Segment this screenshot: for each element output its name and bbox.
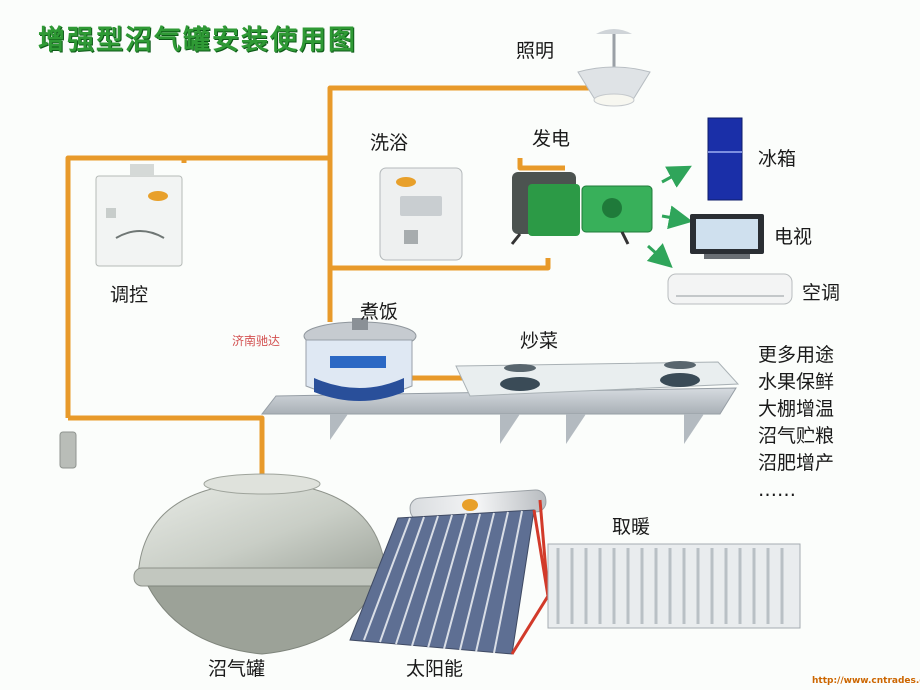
label-solar: 太阳能: [406, 658, 464, 680]
label-tv: 电视: [774, 226, 813, 248]
label-lighting: 照明: [516, 40, 555, 62]
radiator: [547, 543, 801, 629]
label-tank: 沼气罐: [208, 658, 266, 680]
rice-cooker: [303, 318, 417, 401]
label-ac: 空调: [802, 282, 841, 304]
more-uses-list: 更多用途 水果保鲜 大棚增温 沼气贮粮 沼肥增产 ……: [758, 342, 878, 504]
label-stirfry: 炒菜: [520, 330, 559, 352]
biogas-tank: [133, 473, 389, 655]
footer-url: http://www.cntrades.com: [812, 676, 920, 686]
gas-pipes: [65, 85, 600, 480]
power-arrows: [646, 165, 693, 268]
label-power: 发电: [532, 128, 571, 150]
label-fridge: 冰箱: [758, 148, 797, 170]
more-uses-item: 水果保鲜: [758, 371, 835, 393]
label-rice: 煮饭: [360, 301, 399, 323]
watermark: 济南驰达: [232, 334, 281, 348]
more-uses-item: ……: [758, 479, 796, 501]
more-uses-item: 大棚增温: [758, 398, 835, 420]
more-uses-item: 沼气贮粮: [758, 425, 835, 447]
generator: [510, 172, 653, 245]
control-box: [59, 164, 183, 469]
label-heating: 取暖: [612, 516, 651, 538]
water-heater: [379, 167, 463, 261]
fridge: [707, 117, 743, 201]
gas-stove: [455, 361, 740, 397]
solar-water-heater: [349, 489, 550, 655]
air-conditioner: [667, 273, 793, 305]
ceiling-lamp: [577, 29, 651, 107]
diagram-title: 增强型沼气罐安装使用图: [38, 25, 357, 56]
label-control: 调控: [110, 284, 149, 306]
tv: [690, 214, 764, 259]
more-uses-item: 更多用途: [758, 344, 835, 366]
more-uses-item: 沼肥增产: [758, 452, 835, 474]
label-shower: 洗浴: [370, 132, 409, 154]
